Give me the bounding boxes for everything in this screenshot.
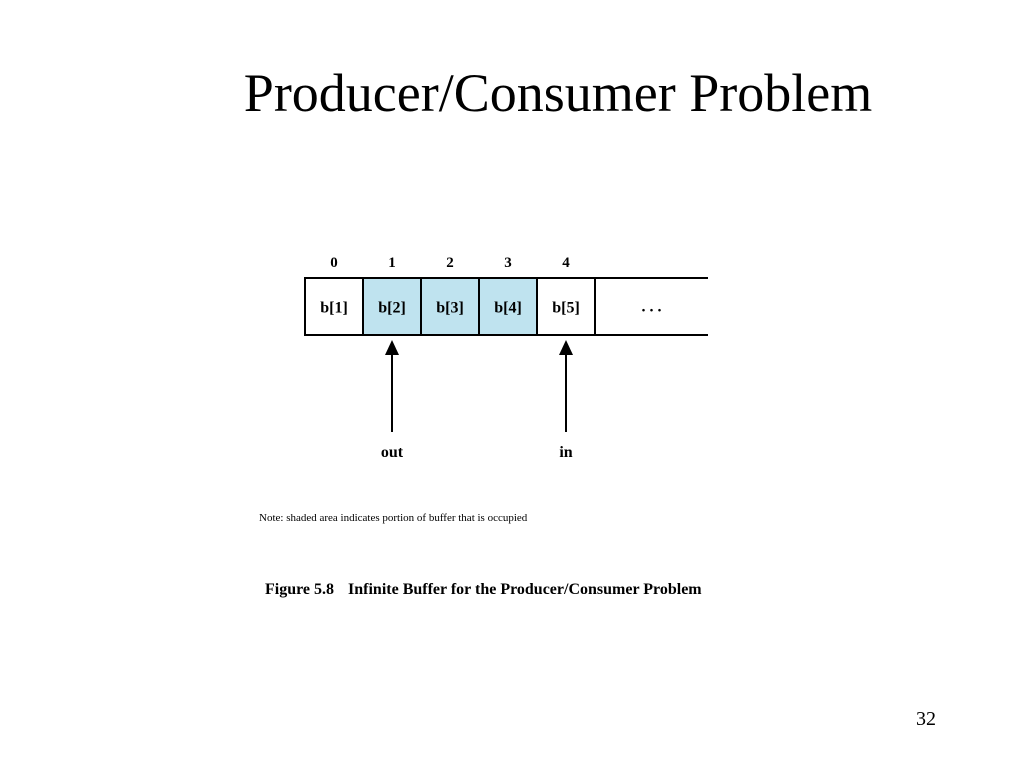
buffer-cell-4 <box>536 277 596 336</box>
buffer-cell-0 <box>304 277 364 336</box>
buffer-cell-label-1: b[2] <box>378 300 406 317</box>
diagram-note: Note: shaded area indicates portion of b… <box>259 512 528 524</box>
pointer-in-label: in <box>559 444 572 461</box>
figure-label: Figure 5.8 <box>265 581 335 598</box>
index-label-0: 0 <box>330 255 338 271</box>
index-labels: 0 1 2 3 4 <box>330 255 570 271</box>
buffer-cell-label-3: b[4] <box>494 300 522 317</box>
page-number: 32 <box>916 708 936 730</box>
buffer-cells: b[1] b[2] b[3] b[4] b[5] <box>304 277 596 336</box>
index-label-3: 3 <box>504 255 512 271</box>
buffer-cell-1 <box>362 277 422 336</box>
buffer-cell-3 <box>478 277 538 336</box>
buffer-cell-label-2: b[3] <box>436 300 464 317</box>
buffer-cell-label-0: b[1] <box>320 300 348 317</box>
pointer-out-arrowhead <box>385 340 399 355</box>
pointer-out-label: out <box>381 444 404 461</box>
figure-caption: Figure 5.8 Infinite Buffer for the Produc… <box>265 581 702 599</box>
index-label-1: 1 <box>388 255 396 271</box>
buffer-frame: . . . <box>595 277 708 336</box>
slide-title: Producer/Consumer Problem <box>243 63 873 123</box>
figure-title: Infinite Buffer for the Producer/Consume… <box>348 581 702 598</box>
buffer-cell-2 <box>420 277 480 336</box>
pointer-in-arrowhead <box>559 340 573 355</box>
buffer-pointers: out in <box>381 340 573 461</box>
index-label-2: 2 <box>446 255 454 271</box>
index-label-4: 4 <box>562 255 570 271</box>
buffer-continuation: . . . <box>642 299 662 316</box>
buffer-cell-label-4: b[5] <box>552 300 580 317</box>
